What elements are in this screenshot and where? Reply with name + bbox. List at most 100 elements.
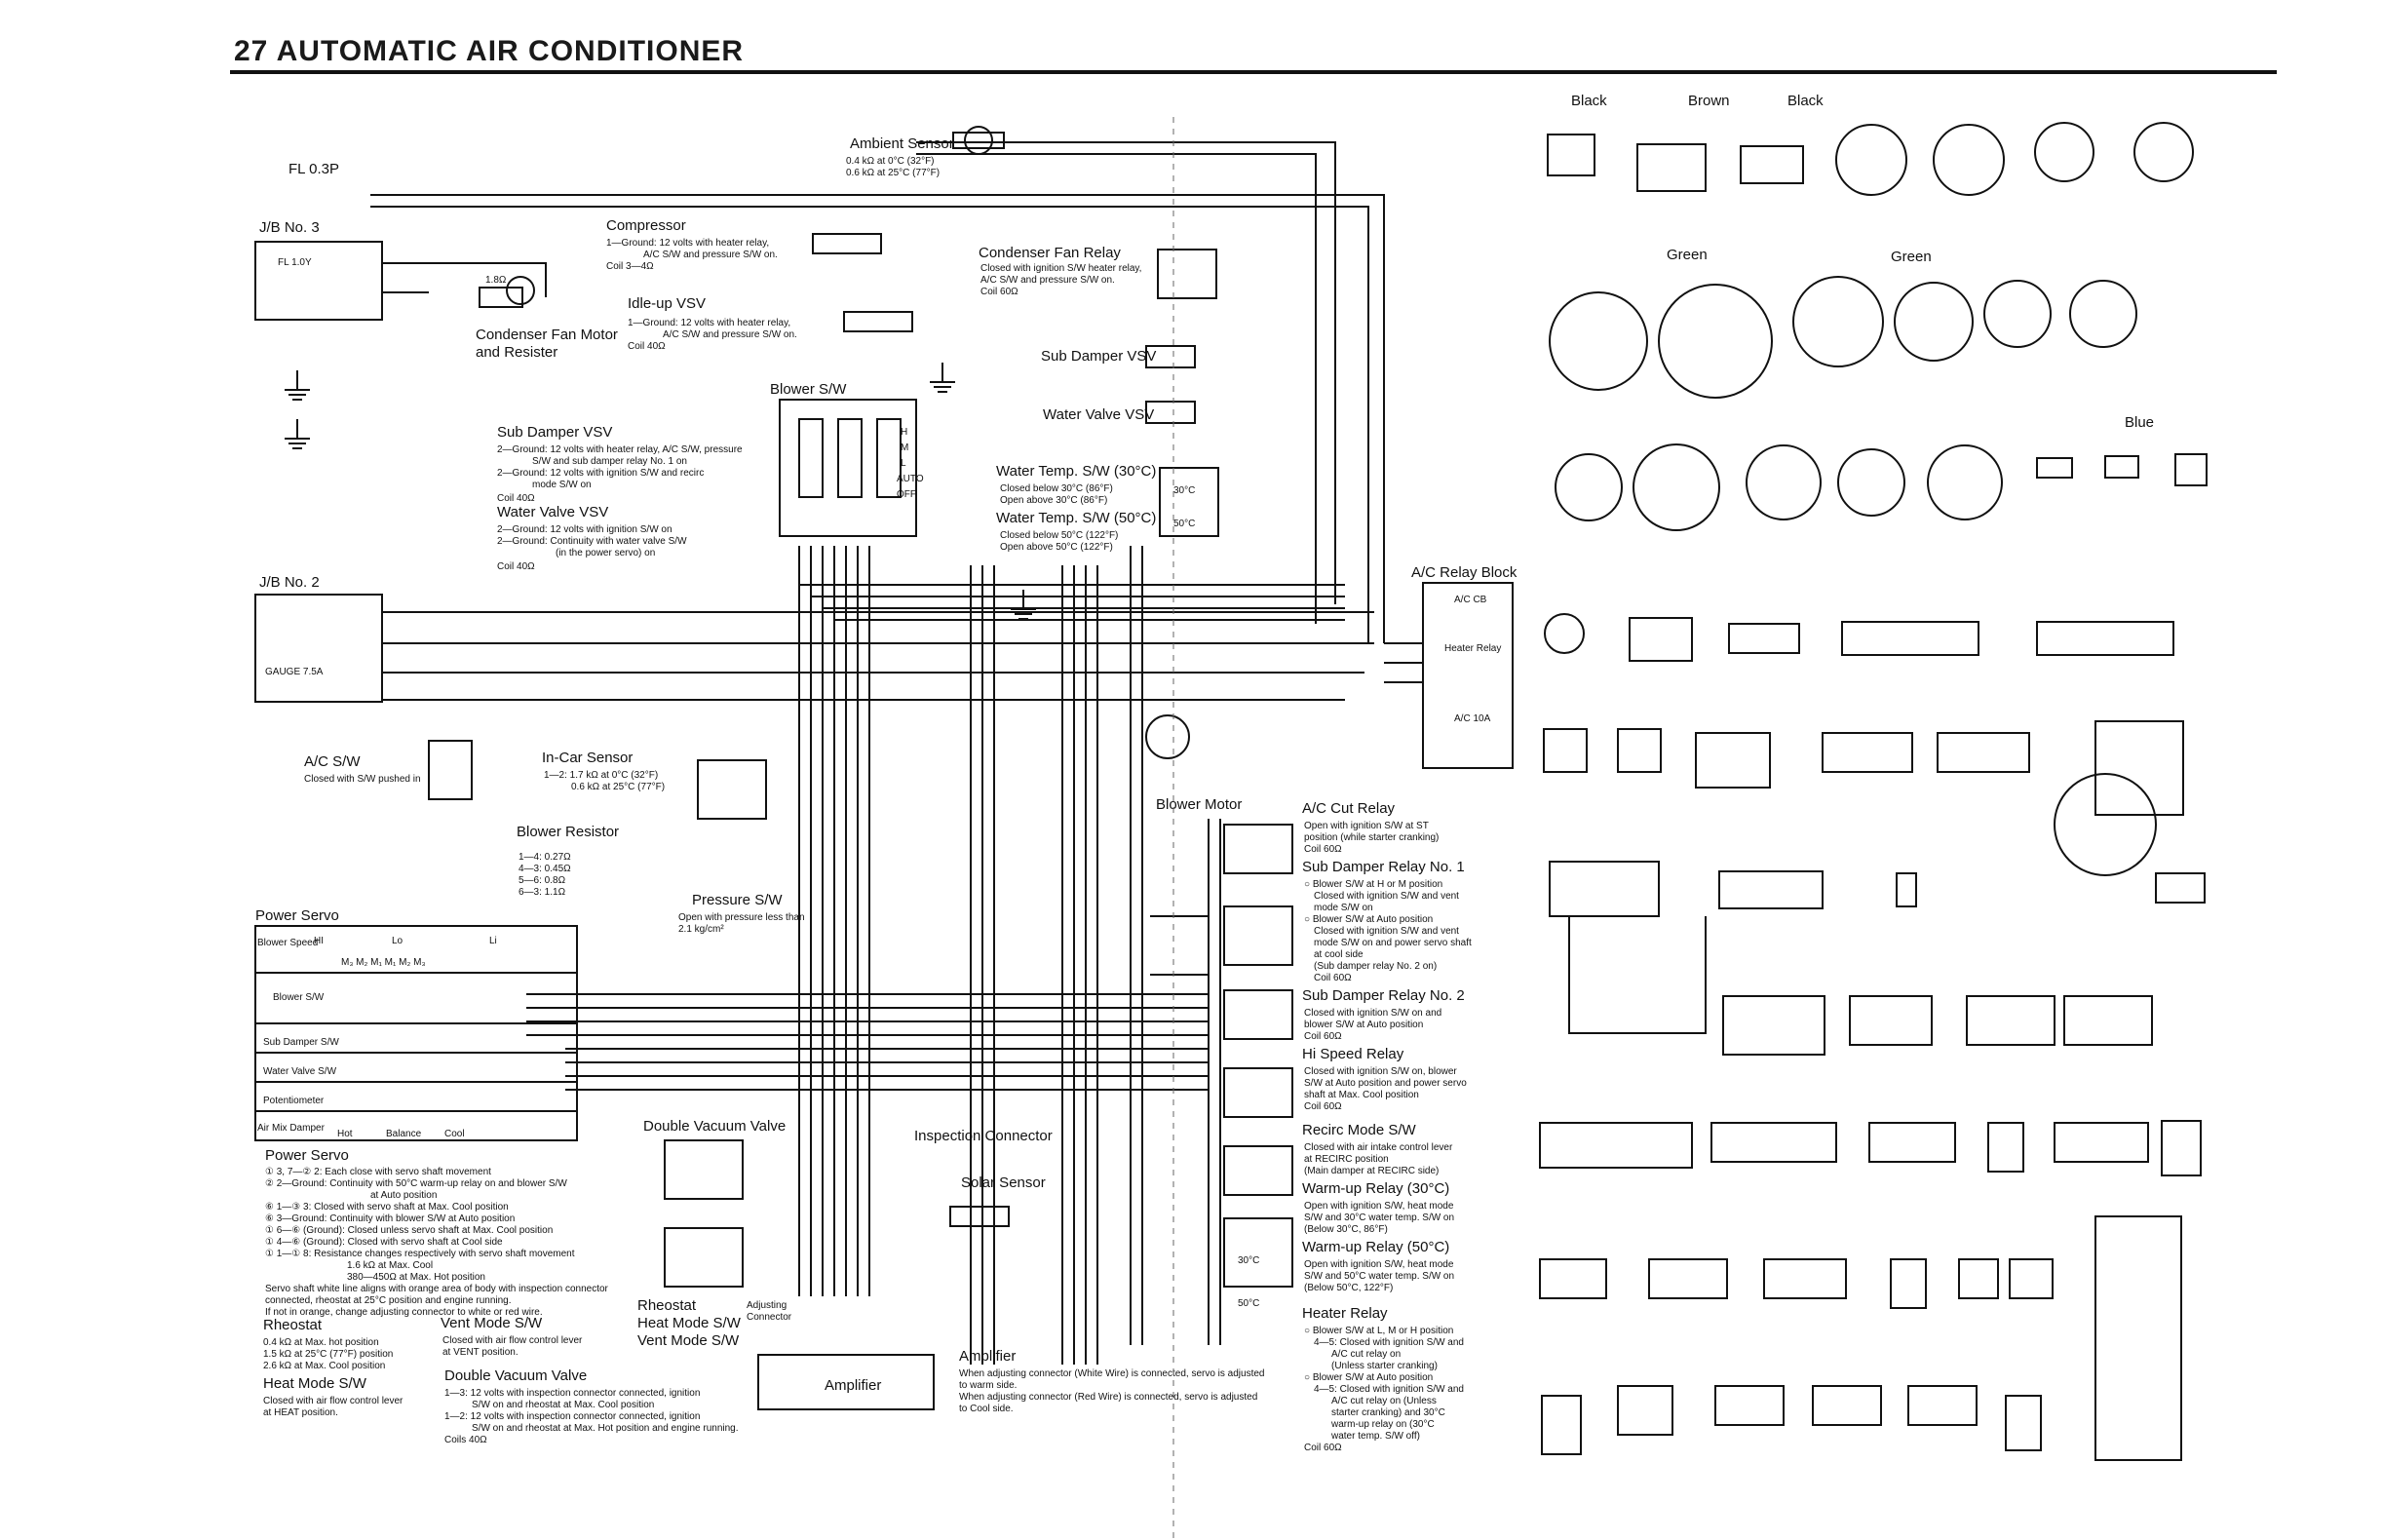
amp-note-3: When adjusting connector (Red Wire) is c… — [959, 1392, 1257, 1403]
title-rule — [230, 70, 2277, 74]
row-air-mix: Air Mix Damper — [257, 1123, 326, 1134]
hsr-note-1: Closed with ignition S/W on, blower — [1304, 1066, 1457, 1077]
sdr1-note-3: mode S/W on — [1314, 903, 1373, 913]
ps-note-1: Open with pressure less than — [678, 912, 805, 923]
hi-speed-relay-label: Hi Speed Relay — [1302, 1046, 1404, 1062]
idle-note-3: Coil 40Ω — [628, 341, 666, 352]
sdr2-label: Sub Damper Relay No. 2 — [1302, 987, 1465, 1004]
compressor-note-3: Coil 3—4Ω — [606, 261, 654, 272]
ps2-note-2: ② 2—Ground: Continuity with 50°C warm-up… — [265, 1178, 567, 1189]
double-vacuum-valve-label: Double Vacuum Valve — [643, 1118, 786, 1135]
wvv-box-title: Water Valve VSV — [497, 504, 608, 520]
wt30-note-2: Open above 30°C (86°F) — [1000, 495, 1107, 506]
rm-note-1: Closed with air intake control lever — [1304, 1142, 1453, 1153]
hr-note-7: A/C cut relay on (Unless — [1331, 1396, 1437, 1406]
sw-30c: 30°C — [1173, 485, 1195, 496]
jb3-fuse-label: FL 1.0Y — [278, 257, 312, 268]
row-sub-damper: Sub Damper S/W — [263, 1037, 339, 1048]
rm-note-2: at RECIRC position — [1304, 1154, 1389, 1165]
resistor-value: 1.8Ω — [485, 275, 507, 286]
amp-note-1: When adjusting connector (White Wire) is… — [959, 1368, 1264, 1379]
ps2-note-1: ① 3, 7—② 2: Each close with servo shaft … — [265, 1167, 491, 1177]
idle-note-1: 1—Ground: 12 volts with heater relay, — [628, 318, 790, 328]
ac-sw-label: A/C S/W — [304, 753, 361, 770]
conn-c-color: Black — [1787, 93, 1824, 109]
water-valve-vsv-label: Water Valve VSV — [1043, 406, 1154, 423]
heat-mode-box-title: Heat Mode S/W — [263, 1375, 367, 1392]
acc-note-1: Open with ignition S/W at ST — [1304, 821, 1429, 831]
heat-mode-sw-label: Heat Mode S/W — [637, 1315, 742, 1331]
sdr1-label: Sub Damper Relay No. 1 — [1302, 859, 1465, 875]
compressor-label: Compressor — [606, 217, 686, 234]
heater-relay-label: Heater Relay — [1302, 1305, 1388, 1322]
blower-speed-marks: M₃ M₂ M₁ M₁ M₂ M₃ — [341, 957, 426, 968]
hm-note-2: at HEAT position. — [263, 1407, 338, 1418]
hr-note-3: A/C cut relay on — [1331, 1349, 1401, 1360]
hsr-note-2: S/W at Auto position and power servo — [1304, 1078, 1467, 1089]
ps2-note-8: ① 1—① 8: Resistance changes respectively… — [265, 1249, 575, 1259]
section-number: 27 — [234, 35, 269, 67]
vent-mode-box-title: Vent Mode S/W — [441, 1315, 543, 1331]
ps2-note-10: 380—450Ω at Max. Hot position — [347, 1272, 485, 1283]
sdv-note-3: 2—Ground: 12 volts with ignition S/W and… — [497, 468, 704, 479]
ps-hi: HI — [314, 936, 324, 946]
pressure-sw-label: Pressure S/W — [692, 892, 783, 908]
sdr1-note-8: (Sub damper relay No. 2 on) — [1314, 961, 1437, 972]
warmup-30-label: Warm-up Relay (30°C) — [1302, 1180, 1449, 1197]
inspection-connector-label: Inspection Connector — [914, 1128, 1053, 1144]
ics-note-1: 1—2: 1.7 kΩ at 0°C (32°F) — [544, 770, 658, 781]
idle-note-2: A/C S/W and pressure S/W on. — [663, 329, 797, 340]
adjusting-connector-label: Adjusting — [747, 1300, 787, 1311]
ambient-note-2: 0.6 kΩ at 25°C (77°F) — [846, 168, 940, 178]
page-title: 27 AUTOMATIC AIR CONDITIONER — [234, 35, 744, 68]
compressor-note-2: A/C S/W and pressure S/W on. — [643, 250, 778, 260]
row-blower-sw: Blower S/W — [273, 992, 325, 1003]
dvv-note-3: 1—2: 12 volts with inspection connector … — [444, 1411, 700, 1422]
ambient-note-1: 0.4 kΩ at 0°C (32°F) — [846, 156, 935, 167]
wu50-note-3: (Below 50°C, 122°F) — [1304, 1283, 1393, 1293]
dvv-note-2: S/W on and rheostat at Max. Cool positio… — [472, 1400, 654, 1410]
acc-note-3: Coil 60Ω — [1304, 844, 1342, 855]
condenser-fan-motor-label-2: and Resister — [476, 344, 557, 361]
in-car-sensor-label: In-Car Sensor — [542, 750, 633, 766]
hm-note-1: Closed with air flow control lever — [263, 1396, 403, 1406]
hr-note-1: ○ Blower S/W at L, M or H position — [1304, 1326, 1453, 1336]
hr-note-6: 4—5: Closed with ignition S/W and — [1314, 1384, 1464, 1395]
sdv-note-4: mode S/W on — [532, 480, 592, 490]
warmup-50-label: Warm-up Relay (50°C) — [1302, 1239, 1449, 1255]
condenser-fan-motor-label: Condenser Fan Motor — [476, 327, 618, 343]
blower-sw-label: Blower S/W — [770, 381, 847, 398]
wvv-note-1: 2—Ground: 12 volts with ignition S/W on — [497, 524, 672, 535]
hr-note-4: (Unless starter cranking) — [1331, 1361, 1438, 1371]
wt50-note-1: Closed below 50°C (122°F) — [1000, 530, 1118, 541]
ambient-sensor-label: Ambient Sensor — [850, 135, 954, 152]
hsr-note-3: shaft at Max. Cool position — [1304, 1090, 1419, 1100]
ps2-note-9: 1.6 kΩ at Max. Cool — [347, 1260, 433, 1271]
jb2-label: J/B No. 2 — [259, 574, 320, 591]
wu50-note-2: S/W and 50°C water temp. S/W on — [1304, 1271, 1454, 1282]
conn-q-color: Blue — [2125, 414, 2154, 431]
ac-cut-relay-label: A/C Cut Relay — [1302, 800, 1396, 817]
wt30-note-1: Closed below 30°C (86°F) — [1000, 483, 1113, 494]
ps2-note-13: If not in orange, change adjusting conne… — [265, 1307, 543, 1318]
ps2-title: Power Servo — [265, 1147, 349, 1164]
air-balance: Balance — [386, 1129, 422, 1139]
conn-j-color: Green — [1891, 249, 1932, 265]
blower-speed-label: Blower Speed — [257, 938, 318, 948]
wt50-note-2: Open above 50°C (122°F) — [1000, 542, 1113, 553]
blower-sw-auto: AUTO — [897, 474, 924, 484]
rh-note-3: 2.6 kΩ at Max. Cool position — [263, 1361, 385, 1371]
br-note-1: 1—4: 0.27Ω — [519, 852, 571, 863]
ps2-note-7: ① 4—⑥ (Ground): Closed with servo shaft … — [265, 1237, 503, 1248]
wu30-note-1: Open with ignition S/W, heat mode — [1304, 1201, 1454, 1212]
ps-note-2: 2.1 kg/cm² — [678, 924, 724, 935]
air-hot: Hot — [337, 1129, 353, 1139]
water-temp-30-label: Water Temp. S/W (30°C) — [996, 463, 1156, 480]
vm-note-2: at VENT position. — [442, 1347, 519, 1358]
br-note-4: 6—3: 1.1Ω — [519, 887, 566, 898]
ac-10a-label: A/C 10A — [1454, 713, 1491, 724]
ps2-note-12: connected, rheostat at 25°C position and… — [265, 1295, 512, 1306]
cfr-note-3: Coil 60Ω — [980, 287, 1018, 297]
sub-damper-vsv-label: Sub Damper VSV — [1041, 348, 1156, 365]
